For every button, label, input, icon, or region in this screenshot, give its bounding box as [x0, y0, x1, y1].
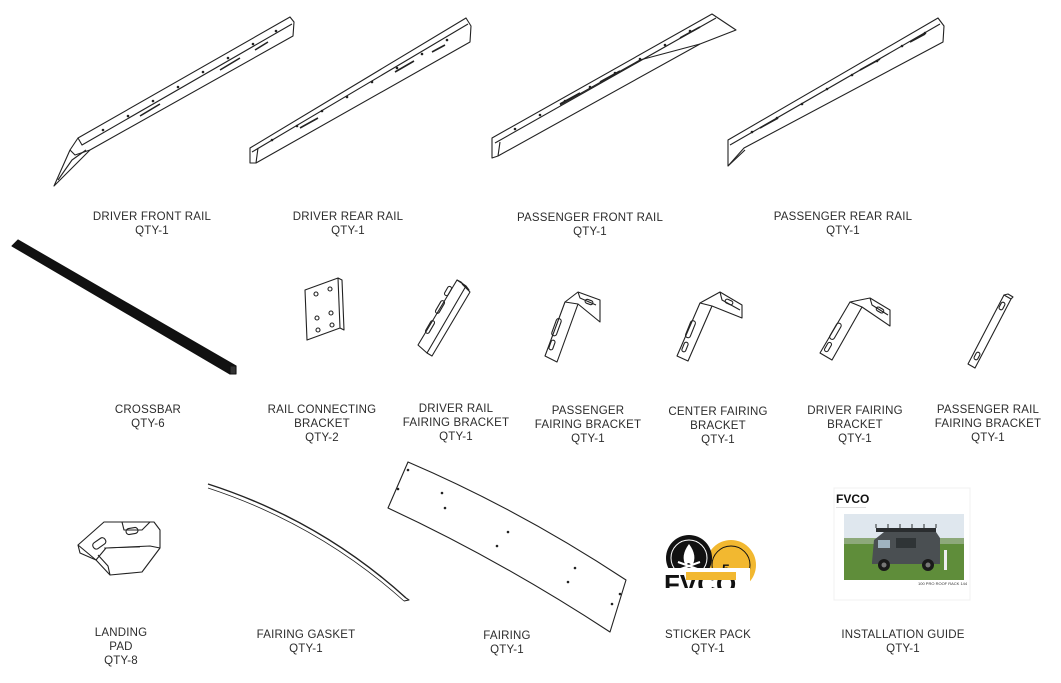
- driver-front-rail-label: DRIVER FRONT RAIL QTY-1: [93, 210, 211, 238]
- rail-connecting-bracket-label: RAIL CONNECTING BRACKET QTY-2: [268, 403, 377, 445]
- guide-van-image: [872, 524, 940, 571]
- passenger-front-rail-drawing: [491, 13, 737, 159]
- center-fairing-bracket-label: CENTER FAIRING BRACKET QTY-1: [668, 405, 767, 447]
- sticker-pack-image: 5 FVCO: [664, 535, 756, 599]
- part-name-line: BRACKET: [294, 418, 350, 430]
- guide-photo: [844, 514, 964, 580]
- landing-pad-drawing: [77, 521, 161, 576]
- part-quantity: QTY-1: [331, 225, 365, 237]
- part-name-line: DRIVER REAR RAIL: [292, 211, 404, 223]
- part-name-line: STICKER PACK: [665, 629, 751, 641]
- passenger-front-rail-label: PASSENGER FRONT RAIL QTY-1: [517, 211, 663, 239]
- part-quantity: QTY-1: [135, 225, 169, 237]
- fairing-label: FAIRING QTY-1: [483, 629, 530, 657]
- part-name-line: FAIRING GASKET: [256, 629, 356, 641]
- part-quantity: QTY-6: [131, 418, 165, 430]
- part-quantity: QTY-2: [305, 432, 339, 444]
- part-name-line: RAIL CONNECTING: [267, 404, 377, 416]
- guide-tagline-rule: ——————————: [836, 505, 866, 509]
- part-quantity: QTY-1: [701, 434, 735, 446]
- part-quantity: QTY-1: [971, 432, 1005, 444]
- part-name-line: DRIVER RAIL: [418, 403, 494, 415]
- driver-front-rail-drawing: [53, 16, 295, 187]
- fairing-drawing: [387, 461, 627, 633]
- part-quantity: QTY-1: [838, 433, 872, 445]
- part-quantity: QTY-1: [886, 643, 920, 655]
- driver-rear-rail-label: DRIVER REAR RAIL QTY-1: [293, 210, 404, 238]
- part-name-line: LANDING: [94, 627, 148, 639]
- driver-rail-fairing-bracket-drawing: [417, 279, 471, 357]
- passenger-rail-fairing-bracket-drawing: [967, 293, 1014, 369]
- rail-connecting-bracket-drawing: [304, 277, 345, 341]
- part-name-line: INSTALLATION GUIDE: [841, 629, 965, 641]
- part-quantity: QTY-1: [439, 431, 473, 443]
- part-quantity: QTY-1: [490, 644, 524, 656]
- part-name-line: PASSENGER REAR RAIL: [773, 211, 913, 223]
- part-quantity: QTY-1: [289, 643, 323, 655]
- part-name-line: BRACKET: [690, 420, 746, 432]
- part-name-line: FAIRING: [483, 630, 531, 642]
- passenger-rear-rail-drawing: [727, 17, 945, 167]
- part-name-line: CROSSBAR: [114, 404, 182, 416]
- part-name-line: FAIRING BRACKET: [534, 419, 642, 431]
- part-name-line: PASSENGER RAIL: [936, 404, 1040, 416]
- gasket-drawing: [207, 483, 410, 602]
- driver-fairing-bracket-drawing: [819, 297, 891, 361]
- crossbar-drawing: [11, 239, 237, 375]
- part-name-line: PASSENGER: [551, 405, 625, 417]
- part-name-line: PASSENGER FRONT RAIL: [516, 212, 664, 224]
- part-name-line: CENTER FAIRING: [668, 406, 768, 418]
- passenger-rear-rail-label: PASSENGER REAR RAIL QTY-1: [774, 210, 912, 238]
- passenger-fairing-bracket-label: PASSENGER FAIRING BRACKET QTY-1: [535, 404, 642, 446]
- part-quantity: QTY-8: [104, 655, 138, 667]
- driver-fairing-bracket-label: DRIVER FAIRING BRACKET QTY-1: [807, 404, 902, 446]
- part-quantity: QTY-1: [573, 226, 607, 238]
- part-name-line: FAIRING BRACKET: [402, 417, 510, 429]
- part-quantity: QTY-1: [826, 225, 860, 237]
- passenger-fairing-bracket-drawing: [544, 291, 601, 363]
- driver-rail-fairing-bracket-label: DRIVER RAIL FAIRING BRACKET QTY-1: [403, 402, 510, 444]
- installation-guide-label: INSTALLATION GUIDE QTY-1: [841, 628, 964, 656]
- sticker-pack-label: STICKER PACK QTY-1: [665, 628, 751, 656]
- part-name-line: PAD: [109, 641, 133, 653]
- part-name-line: FAIRING BRACKET: [934, 418, 1042, 430]
- part-quantity: QTY-1: [691, 643, 725, 655]
- part-name-line: BRACKET: [827, 419, 883, 431]
- landing-pad-label: LANDING PAD QTY-8: [95, 626, 148, 668]
- passenger-rail-fairing-bracket-label: PASSENGER RAIL FAIRING BRACKET QTY-1: [935, 403, 1042, 445]
- guide-logo: FVCO: [836, 492, 870, 506]
- center-fairing-bracket-drawing: [676, 291, 743, 362]
- part-name-line: DRIVER FRONT RAIL: [92, 211, 212, 223]
- fairing-gasket-label: FAIRING GASKET QTY-1: [257, 628, 356, 656]
- crossbar-label: CROSSBAR QTY-6: [115, 403, 181, 431]
- part-quantity: QTY-1: [571, 433, 605, 445]
- guide-caption: 100 PRO ROOF RACK 144: [918, 581, 968, 586]
- driver-rear-rail-drawing: [249, 17, 472, 164]
- part-name-line: DRIVER FAIRING: [807, 405, 903, 417]
